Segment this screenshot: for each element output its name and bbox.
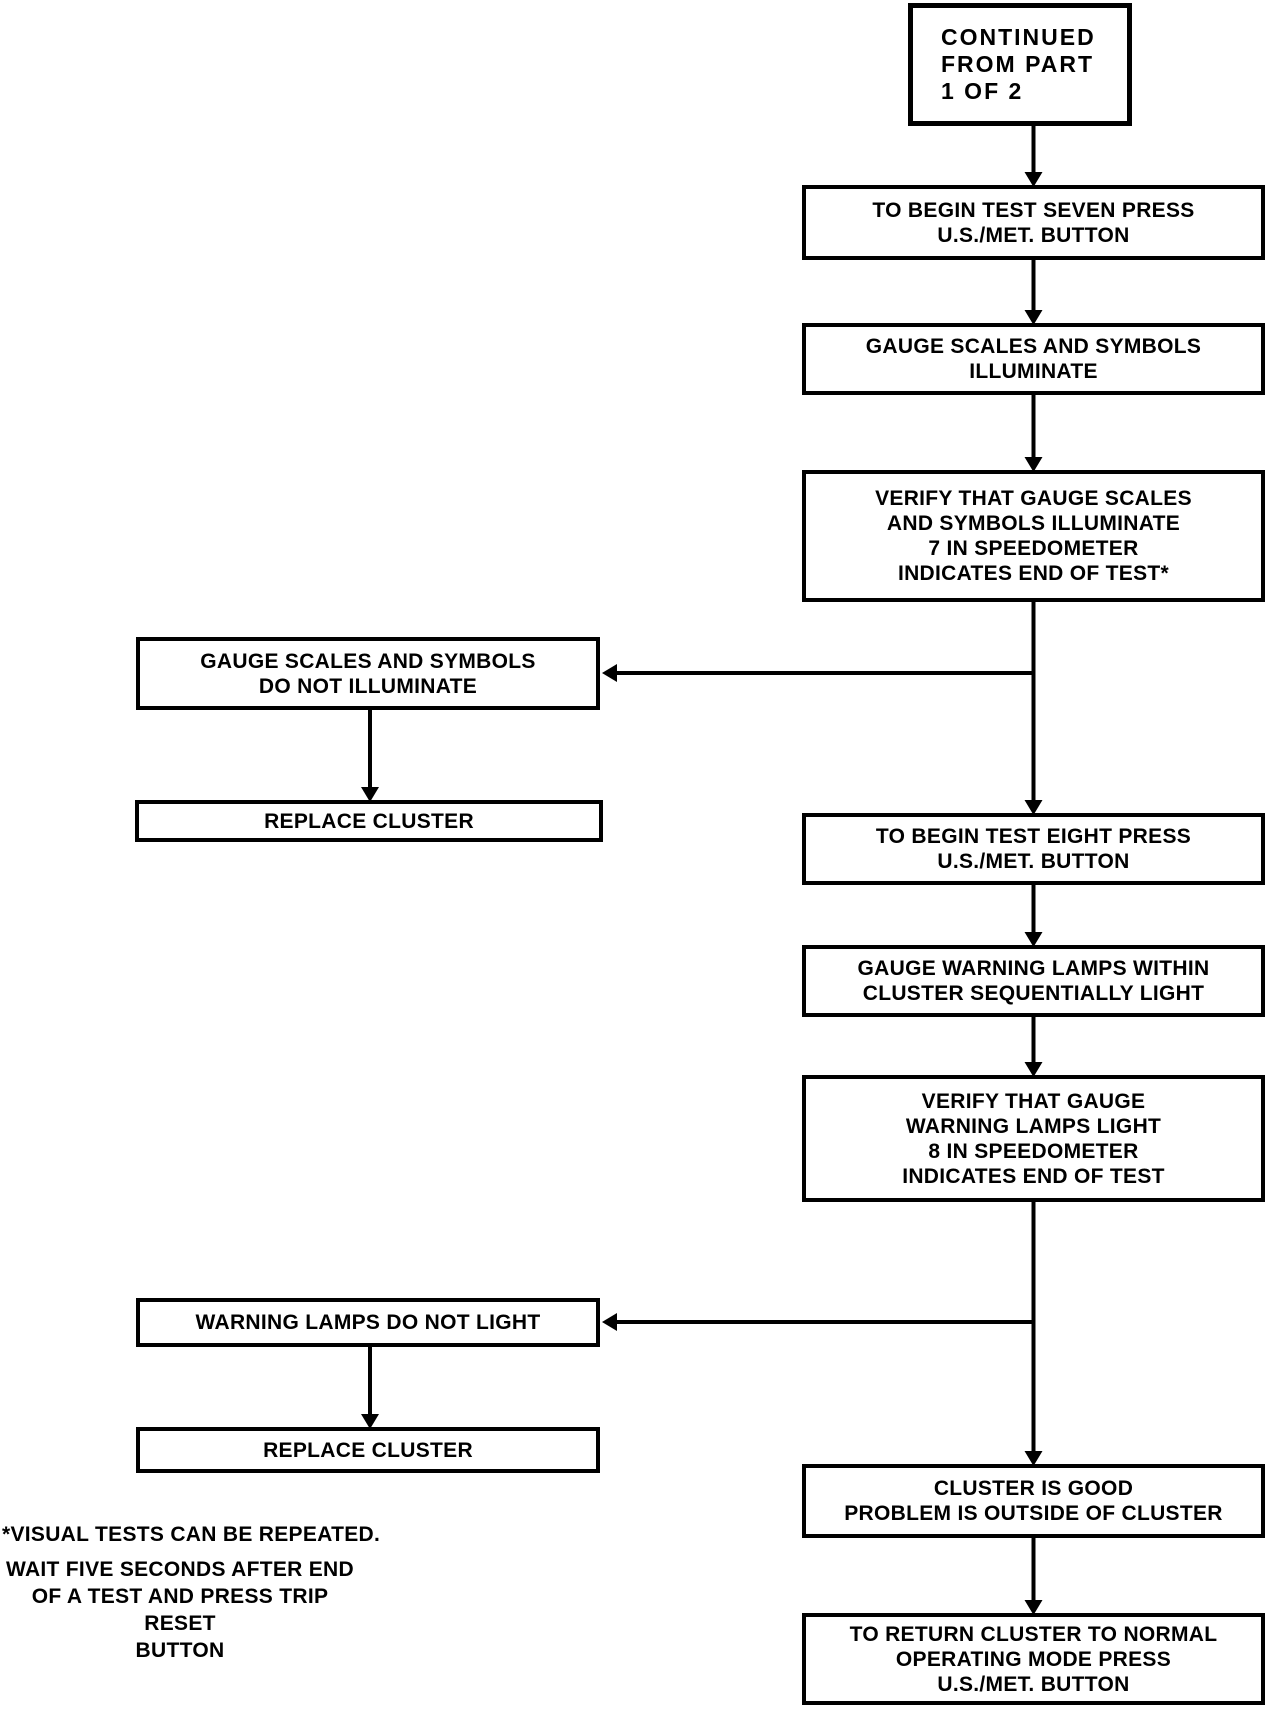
connector-test-seven-to-scales-illuminate: [1024, 258, 1043, 325]
flow-node-label: GAUGE SCALES AND SYMBOLS DO NOT ILLUMINA…: [200, 649, 536, 698]
connector-branch-warning-lamps-not-light: [602, 1313, 1034, 1331]
flow-node-warning-lamps-do-not-light: WARNING LAMPS DO NOT LIGHT: [136, 1298, 600, 1347]
connector-to-replace-cluster-2: [361, 1347, 379, 1429]
connector-continued-to-test-seven: [1024, 126, 1043, 187]
flow-node-label: TO BEGIN TEST EIGHT PRESS U.S./MET. BUTT…: [875, 825, 1192, 873]
flow-node-label: TO BEGIN TEST SEVEN PRESS U.S./MET. BUTT…: [872, 198, 1195, 247]
flow-node-label: VERIFY THAT GAUGE WARNING LAMPS LIGHT 8 …: [902, 1089, 1165, 1188]
flow-node-label: REPLACE CLUSTER: [264, 809, 474, 833]
connector-test-eight-to-warning-lamps: [1024, 885, 1043, 947]
connector-scales-illuminate-to-verify: [1024, 395, 1043, 472]
flow-node-scales-do-not-illuminate: GAUGE SCALES AND SYMBOLS DO NOT ILLUMINA…: [136, 637, 600, 710]
footnote-visual-tests: *VISUAL TESTS CAN BE REPEATED.: [2, 1523, 381, 1546]
flow-node-continued-from-part-1: CONTINUED FROM PART 1 OF 2: [908, 3, 1132, 126]
flow-node-replace-cluster-2: REPLACE CLUSTER: [136, 1427, 600, 1473]
connector-verify-warning-to-cluster-good: [1024, 1202, 1043, 1466]
flow-node-label: GAUGE WARNING LAMPS WITHIN CLUSTER SEQUE…: [857, 957, 1210, 1005]
flow-node-cluster-is-good: CLUSTER IS GOOD PROBLEM IS OUTSIDE OF CL…: [802, 1464, 1265, 1538]
flow-node-replace-cluster-1: REPLACE CLUSTER: [135, 800, 603, 842]
flow-node-warning-lamps-sequential: GAUGE WARNING LAMPS WITHIN CLUSTER SEQUE…: [802, 945, 1265, 1017]
flow-node-gauge-scales-illuminate: GAUGE SCALES AND SYMBOLS ILLUMINATE: [802, 323, 1265, 395]
flow-node-return-normal-mode: TO RETURN CLUSTER TO NORMAL OPERATING MO…: [802, 1613, 1265, 1705]
flow-node-verify-gauge-scales: VERIFY THAT GAUGE SCALES AND SYMBOLS ILL…: [802, 470, 1265, 602]
flow-node-verify-warning-lamps: VERIFY THAT GAUGE WARNING LAMPS LIGHT 8 …: [802, 1075, 1265, 1202]
flow-node-label: CLUSTER IS GOOD PROBLEM IS OUTSIDE OF CL…: [844, 1477, 1223, 1525]
connector-warning-lamps-to-verify: [1024, 1017, 1043, 1077]
flow-node-label: VERIFY THAT GAUGE SCALES AND SYMBOLS ILL…: [875, 487, 1192, 585]
flow-node-begin-test-seven: TO BEGIN TEST SEVEN PRESS U.S./MET. BUTT…: [802, 185, 1265, 260]
flow-node-label: GAUGE SCALES AND SYMBOLS ILLUMINATE: [865, 335, 1202, 383]
flow-node-label: CONTINUED FROM PART 1 OF 2: [941, 24, 1096, 104]
connector-cluster-good-to-return-normal: [1024, 1538, 1043, 1615]
footnote-wait-five-seconds: WAIT FIVE SECONDS AFTER END OF A TEST AN…: [5, 1558, 354, 1662]
connector-verify-scales-to-test-eight: [1024, 602, 1043, 815]
connector-to-replace-cluster-1: [361, 710, 379, 802]
flow-node-begin-test-eight: TO BEGIN TEST EIGHT PRESS U.S./MET. BUTT…: [802, 813, 1265, 885]
flow-node-label: TO RETURN CLUSTER TO NORMAL OPERATING MO…: [849, 1622, 1218, 1696]
flow-node-label: REPLACE CLUSTER: [263, 1438, 473, 1462]
connector-branch-scales-do-not-illuminate: [602, 664, 1034, 682]
flow-node-label: WARNING LAMPS DO NOT LIGHT: [195, 1311, 541, 1334]
